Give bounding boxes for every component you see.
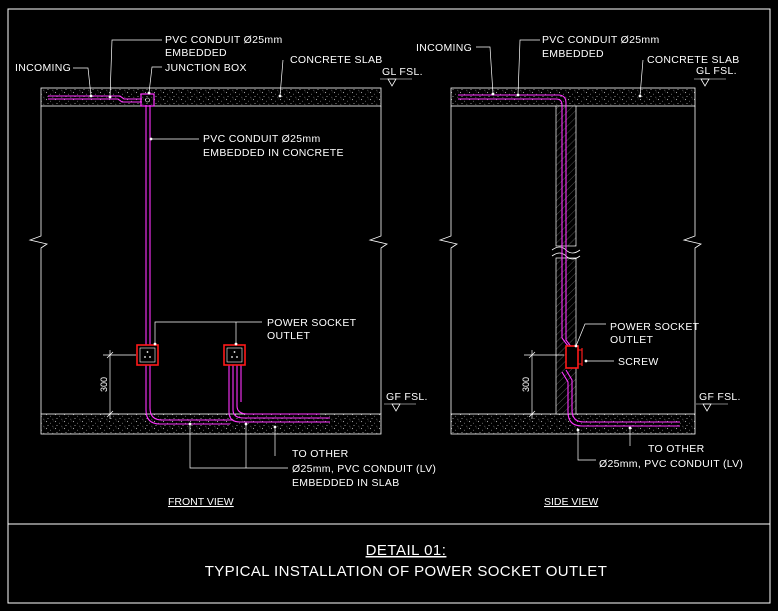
front-gf-level-marker: [391, 403, 401, 412]
front-label-incoming: INCOMING: [15, 62, 71, 74]
front-socket-2: [223, 344, 246, 366]
front-label-pvc-concrete-2: EMBEDDED IN CONCRETE: [203, 147, 344, 159]
front-view-caption: FRONT VIEW: [168, 496, 234, 508]
side-label-gl-fsl: GL FSL.: [696, 65, 737, 77]
junction-box: [140, 93, 155, 107]
front-label-slab-conduit-1: Ø25mm, PVC CONDUIT (LV): [292, 463, 436, 475]
side-label-concrete-slab: CONCRETE SLAB: [647, 54, 740, 66]
front-top-slab: [40, 87, 382, 107]
front-conduit: [48, 95, 330, 425]
drawing-frame: [7, 8, 771, 604]
side-gf-level-marker: [702, 403, 712, 412]
front-label-gf-fsl: GF FSL.: [386, 391, 428, 403]
side-view: 300 INCOMING PVC CONDUIT Ø25mm EMBEDDED …: [416, 34, 743, 508]
side-socket: [565, 345, 583, 369]
side-top-slab: [450, 87, 696, 107]
detail-title-line1: DETAIL 01:: [366, 542, 447, 559]
side-wall-right: [682, 106, 702, 414]
front-label-pvc-embedded-1: PVC CONDUIT Ø25mm: [165, 34, 283, 46]
front-dim-300: [103, 350, 136, 419]
front-label-slab-conduit-2: EMBEDDED IN SLAB: [292, 477, 400, 489]
front-leaders: [73, 39, 288, 469]
front-label-concrete-slab: CONCRETE SLAB: [290, 54, 383, 66]
side-label-gf-fsl: GF FSL.: [699, 391, 741, 403]
side-leaders: [476, 39, 644, 461]
side-leader-ticks: [491, 92, 642, 432]
side-label-pvc-embedded-2: EMBEDDED: [542, 48, 604, 60]
side-dim-300: [524, 350, 564, 419]
side-wall-left: [438, 106, 458, 414]
front-socket-1: [136, 344, 159, 366]
front-label-socket-1: POWER SOCKET: [267, 317, 357, 329]
front-label-socket-2: OUTLET: [267, 330, 311, 342]
side-label-screw: SCREW: [618, 356, 659, 368]
front-label-to-other: TO OTHER: [292, 448, 349, 460]
front-leader-ticks: [89, 91, 282, 429]
side-label-to-other: TO OTHER: [648, 443, 705, 455]
front-label-junction-box: JUNCTION BOX: [165, 62, 247, 74]
front-label-gl-fsl: GL FSL.: [382, 66, 423, 78]
side-label-incoming: INCOMING: [416, 42, 472, 54]
front-wall-left: [28, 106, 48, 414]
side-label-socket-2: OUTLET: [610, 334, 654, 346]
detail-title-line2: TYPICAL INSTALLATION OF POWER SOCKET OUT…: [205, 563, 608, 580]
side-dim-300-text: 300: [521, 377, 531, 392]
front-dim-300-text: 300: [99, 377, 109, 392]
side-label-socket-1: POWER SOCKET: [610, 321, 700, 333]
front-label-pvc-concrete-1: PVC CONDUIT Ø25mm: [203, 133, 321, 145]
side-label-slab-conduit: Ø25mm, PVC CONDUIT (LV): [599, 458, 743, 470]
side-conduit: [458, 94, 680, 427]
front-wall-right: [368, 106, 388, 414]
side-view-caption: SIDE VIEW: [544, 496, 598, 508]
front-gl-level-marker: [387, 78, 397, 87]
title-block: DETAIL 01: TYPICAL INSTALLATION OF POWER…: [205, 542, 608, 580]
side-label-pvc-embedded-1: PVC CONDUIT Ø25mm: [542, 34, 660, 46]
side-gl-level-marker: [700, 78, 710, 87]
front-label-pvc-embedded-2: EMBEDDED: [165, 47, 227, 59]
front-view: 300 INCOMING PVC CONDUIT Ø25mm EMBEDDED: [15, 34, 436, 508]
